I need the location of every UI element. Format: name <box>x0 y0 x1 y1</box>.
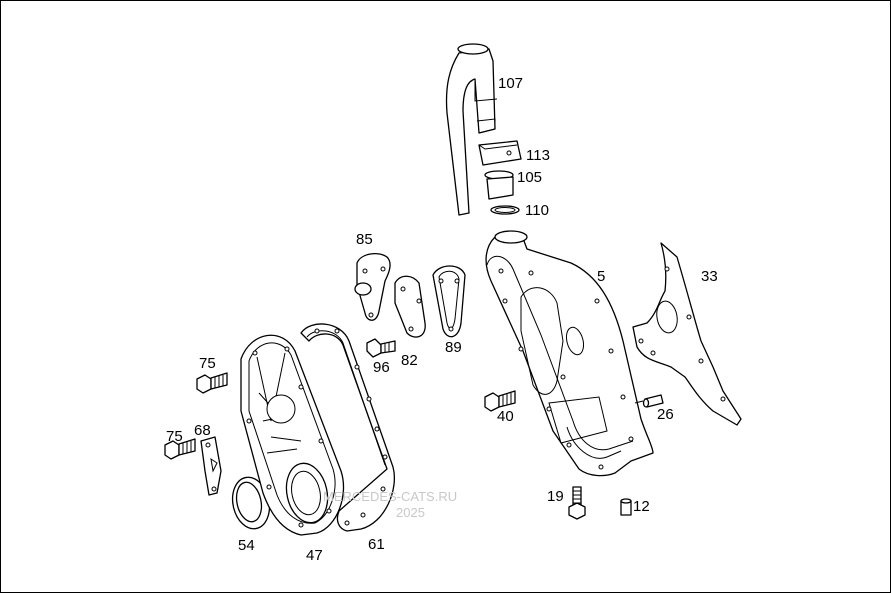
label-89: 89 <box>445 339 462 356</box>
label-61: 61 <box>368 536 385 553</box>
part-19-bolt[interactable] <box>568 486 586 520</box>
label-110: 110 <box>525 202 549 219</box>
part-12-sleeve[interactable] <box>620 498 632 516</box>
part-75-bolt-upper[interactable] <box>196 372 228 394</box>
label-107: 107 <box>498 75 523 92</box>
part-82-gasket[interactable] <box>394 275 426 338</box>
part-105-fitting[interactable] <box>484 170 514 200</box>
part-5-housing[interactable] <box>485 230 654 477</box>
part-75-bolt-lower[interactable] <box>164 438 196 460</box>
part-33-gasket[interactable] <box>632 242 742 426</box>
part-85-flange[interactable] <box>354 252 391 321</box>
label-12: 12 <box>633 498 650 515</box>
label-33: 33 <box>701 268 718 285</box>
label-5: 5 <box>597 268 605 285</box>
label-105: 105 <box>517 169 542 186</box>
label-19: 19 <box>547 488 564 505</box>
label-82: 82 <box>401 352 418 369</box>
watermark-line2: 2025 <box>396 505 425 520</box>
leader-lines <box>634 400 644 404</box>
label-75-lower: 75 <box>166 428 183 445</box>
label-54: 54 <box>238 537 255 554</box>
part-96-bolt[interactable] <box>366 338 396 358</box>
part-54-seal-ring[interactable] <box>228 474 274 532</box>
part-68-bracket[interactable] <box>200 436 222 496</box>
label-75-upper: 75 <box>199 355 216 372</box>
part-89-gasket[interactable] <box>432 265 466 338</box>
label-96: 96 <box>373 359 390 376</box>
part-110-o-ring[interactable] <box>490 205 520 215</box>
label-26: 26 <box>657 406 674 423</box>
part-61-gasket[interactable] <box>300 323 395 532</box>
part-40-bolt[interactable] <box>484 390 516 412</box>
part-47-timing-cover[interactable] <box>240 334 345 536</box>
label-40: 40 <box>497 408 514 425</box>
part-26-dowel-pin[interactable] <box>642 394 664 408</box>
label-68: 68 <box>194 422 211 439</box>
part-113-sleeve[interactable] <box>478 140 522 166</box>
part-107-pipe[interactable] <box>445 43 498 216</box>
label-85: 85 <box>356 231 373 248</box>
label-113: 113 <box>526 147 550 164</box>
label-47: 47 <box>306 547 323 564</box>
watermark-line1: MERCEDES-CATS.RU <box>323 489 457 504</box>
